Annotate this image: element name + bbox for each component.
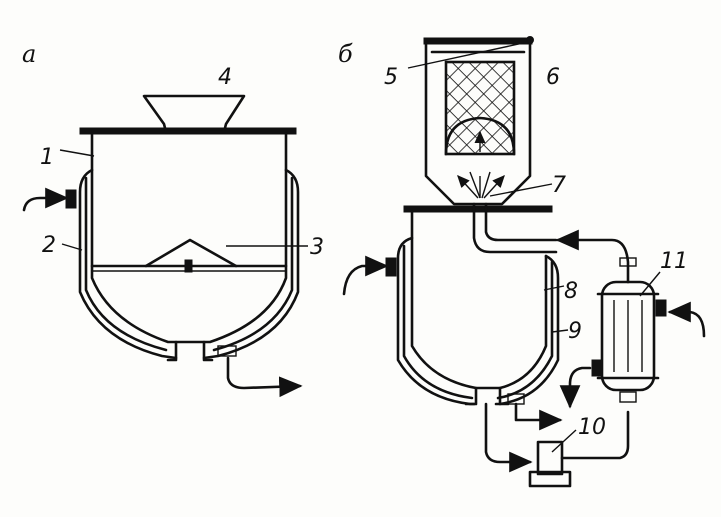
inlet-arrow-b: [342, 255, 389, 296]
callout-3: 3: [310, 235, 324, 260]
callout-2: 2: [42, 233, 56, 258]
pump-base: [528, 470, 572, 488]
spray-dome: [444, 116, 516, 156]
jacket-b-left: [396, 236, 476, 406]
callout-4: 4: [218, 65, 232, 90]
callout-7: 7: [552, 173, 566, 198]
callout-6: 6: [546, 65, 560, 90]
callout-1: 1: [40, 145, 54, 170]
jacket-b-right: [494, 254, 560, 406]
jacket-a-right: [202, 168, 300, 360]
jacket-a-left: [78, 168, 178, 360]
drain-arrow: [514, 402, 563, 431]
callout-10: 10: [578, 415, 606, 440]
bottom-outlet-b: [464, 386, 510, 406]
apparatus-b: [342, 36, 706, 488]
coolant-outlet: [559, 366, 592, 409]
inlet-arrow-a: [22, 187, 69, 212]
callout-11: 11: [660, 249, 688, 274]
callout-5: 5: [384, 65, 398, 90]
suction-line: [484, 402, 533, 473]
spreader-cone: [144, 238, 238, 268]
feed-hopper: [142, 94, 246, 134]
vessel-body-b: [410, 210, 548, 390]
pump-discharge: [560, 410, 630, 460]
callout-8: 8: [564, 279, 578, 304]
panel-a-label: а: [22, 40, 36, 68]
apparatus-a: [22, 94, 308, 398]
return-line: [555, 229, 630, 284]
bottom-outlet-a: [166, 340, 214, 362]
callout-9: 9: [568, 319, 582, 344]
discharge-arrow: [226, 356, 303, 398]
lid-b: [403, 205, 553, 213]
vessel-body-a: [90, 132, 288, 344]
coolant-inlet: [667, 301, 706, 338]
spray-jets: [457, 171, 505, 199]
nozzle-pipe: [472, 202, 558, 254]
panel-b-label: б: [338, 40, 353, 68]
